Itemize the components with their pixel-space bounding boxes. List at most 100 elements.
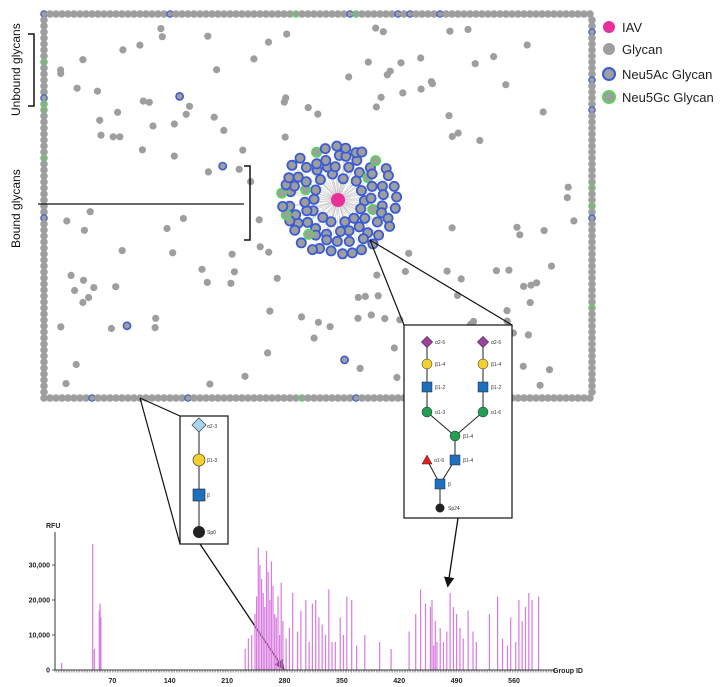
glycan-node — [71, 286, 79, 295]
bar — [274, 614, 276, 670]
glycan-node — [250, 55, 258, 63]
binding-network — [40, 10, 596, 402]
legend-marker-neu5ac — [602, 67, 616, 81]
y-axis-label: RFU — [46, 523, 60, 530]
bar — [462, 638, 464, 670]
glycan-node — [136, 41, 144, 49]
bar — [285, 638, 287, 670]
bar — [442, 642, 445, 670]
x-tick-label: 140 — [164, 678, 176, 685]
bar — [280, 582, 282, 670]
bar — [100, 617, 102, 670]
unbound-glycans-label: Unbound glycans — [9, 23, 23, 116]
glycan-node — [79, 56, 87, 64]
bar — [264, 607, 266, 670]
glycan-node — [428, 80, 436, 88]
spacer-icon — [435, 503, 445, 513]
bar — [488, 614, 490, 670]
glycan-node — [505, 266, 513, 274]
glycan-node — [218, 161, 228, 171]
glcnac-square-icon — [449, 454, 461, 466]
galactose-icon — [192, 453, 206, 467]
glycan-node — [62, 380, 70, 388]
glycan-node — [112, 283, 120, 291]
bound-glycan-node — [289, 224, 301, 236]
bound-glycan-cluster — [276, 140, 403, 260]
glycan-node — [220, 126, 228, 134]
bar — [456, 614, 458, 670]
glycan-node — [503, 307, 511, 315]
bar — [328, 589, 330, 670]
glycan-node — [379, 28, 387, 36]
bound-glycan-node — [377, 189, 389, 201]
bound-glycan-node — [299, 196, 311, 208]
legend-label-neu5gc: Neu5Gc Glycan — [622, 90, 714, 105]
bound-glycan-node — [365, 192, 377, 204]
bar — [288, 628, 290, 670]
linkage-label: β1-4 — [463, 434, 473, 440]
bound-glycans-label: Bound glycans — [9, 169, 23, 248]
glycan-node — [204, 32, 212, 40]
linkage-label: β1-3 — [207, 458, 217, 464]
binding-edge — [291, 165, 339, 201]
mannose-icon — [421, 406, 433, 418]
bound-glycan-node — [343, 161, 355, 173]
x-tick-label: 420 — [393, 678, 405, 685]
bound-glycan-node — [331, 140, 343, 152]
bound-glycan-node — [286, 159, 298, 171]
glycan-node — [169, 249, 177, 257]
spacer-label: Sp24 — [448, 506, 460, 512]
bar — [439, 628, 441, 670]
bound-glycan-node — [366, 180, 378, 192]
iav-node — [331, 193, 345, 207]
legend-label-glycan: Glycan — [622, 42, 662, 57]
glycan-node — [443, 267, 451, 275]
bound-glycan-node — [371, 216, 383, 228]
glycan-node — [182, 110, 190, 118]
mannose-icon — [449, 430, 461, 442]
glycan-node — [57, 323, 65, 331]
glycan-node — [206, 380, 214, 388]
bar — [61, 663, 63, 670]
bound-glycan-node — [373, 229, 385, 241]
glycan-node — [326, 323, 334, 331]
bound-glycan-node — [340, 142, 352, 154]
glycan-node — [367, 311, 375, 319]
glycan-node — [149, 122, 157, 130]
glycan-node — [476, 136, 484, 145]
glycan-node — [417, 85, 425, 93]
glycan-node — [72, 360, 80, 369]
bar — [538, 596, 540, 670]
glycan-node — [417, 54, 425, 62]
bar — [318, 617, 320, 670]
glycan-node — [527, 281, 535, 289]
bar — [297, 631, 299, 670]
bar — [247, 638, 249, 670]
glycan-node — [354, 293, 362, 301]
glycan-node — [213, 66, 221, 74]
glycan-node — [170, 120, 178, 128]
bound-glycan-node — [357, 233, 369, 245]
linkage-label: β1-4 — [463, 458, 473, 464]
glycan-node — [457, 275, 465, 283]
bar — [277, 596, 279, 670]
bar — [497, 596, 499, 670]
linkage-label: β1-4 — [435, 362, 445, 368]
linkage-label: α1-3 — [435, 410, 445, 416]
glycan-node — [179, 214, 187, 223]
glycan-node — [304, 104, 312, 112]
bound-glycan-node — [321, 234, 333, 246]
bound-glycan-node — [325, 216, 337, 228]
bar — [99, 603, 101, 670]
glycan-node — [373, 271, 381, 279]
glycan-node — [235, 165, 243, 173]
linkage-label: β — [207, 493, 210, 499]
glycan-node — [264, 38, 273, 46]
bar — [524, 607, 527, 670]
chart-bars — [61, 544, 540, 670]
glycan-node — [152, 314, 160, 322]
spacer-label: Sp0 — [207, 530, 216, 536]
bar — [408, 631, 410, 670]
bound-glycan-node — [353, 221, 365, 233]
chart-arrows — [199, 517, 459, 671]
